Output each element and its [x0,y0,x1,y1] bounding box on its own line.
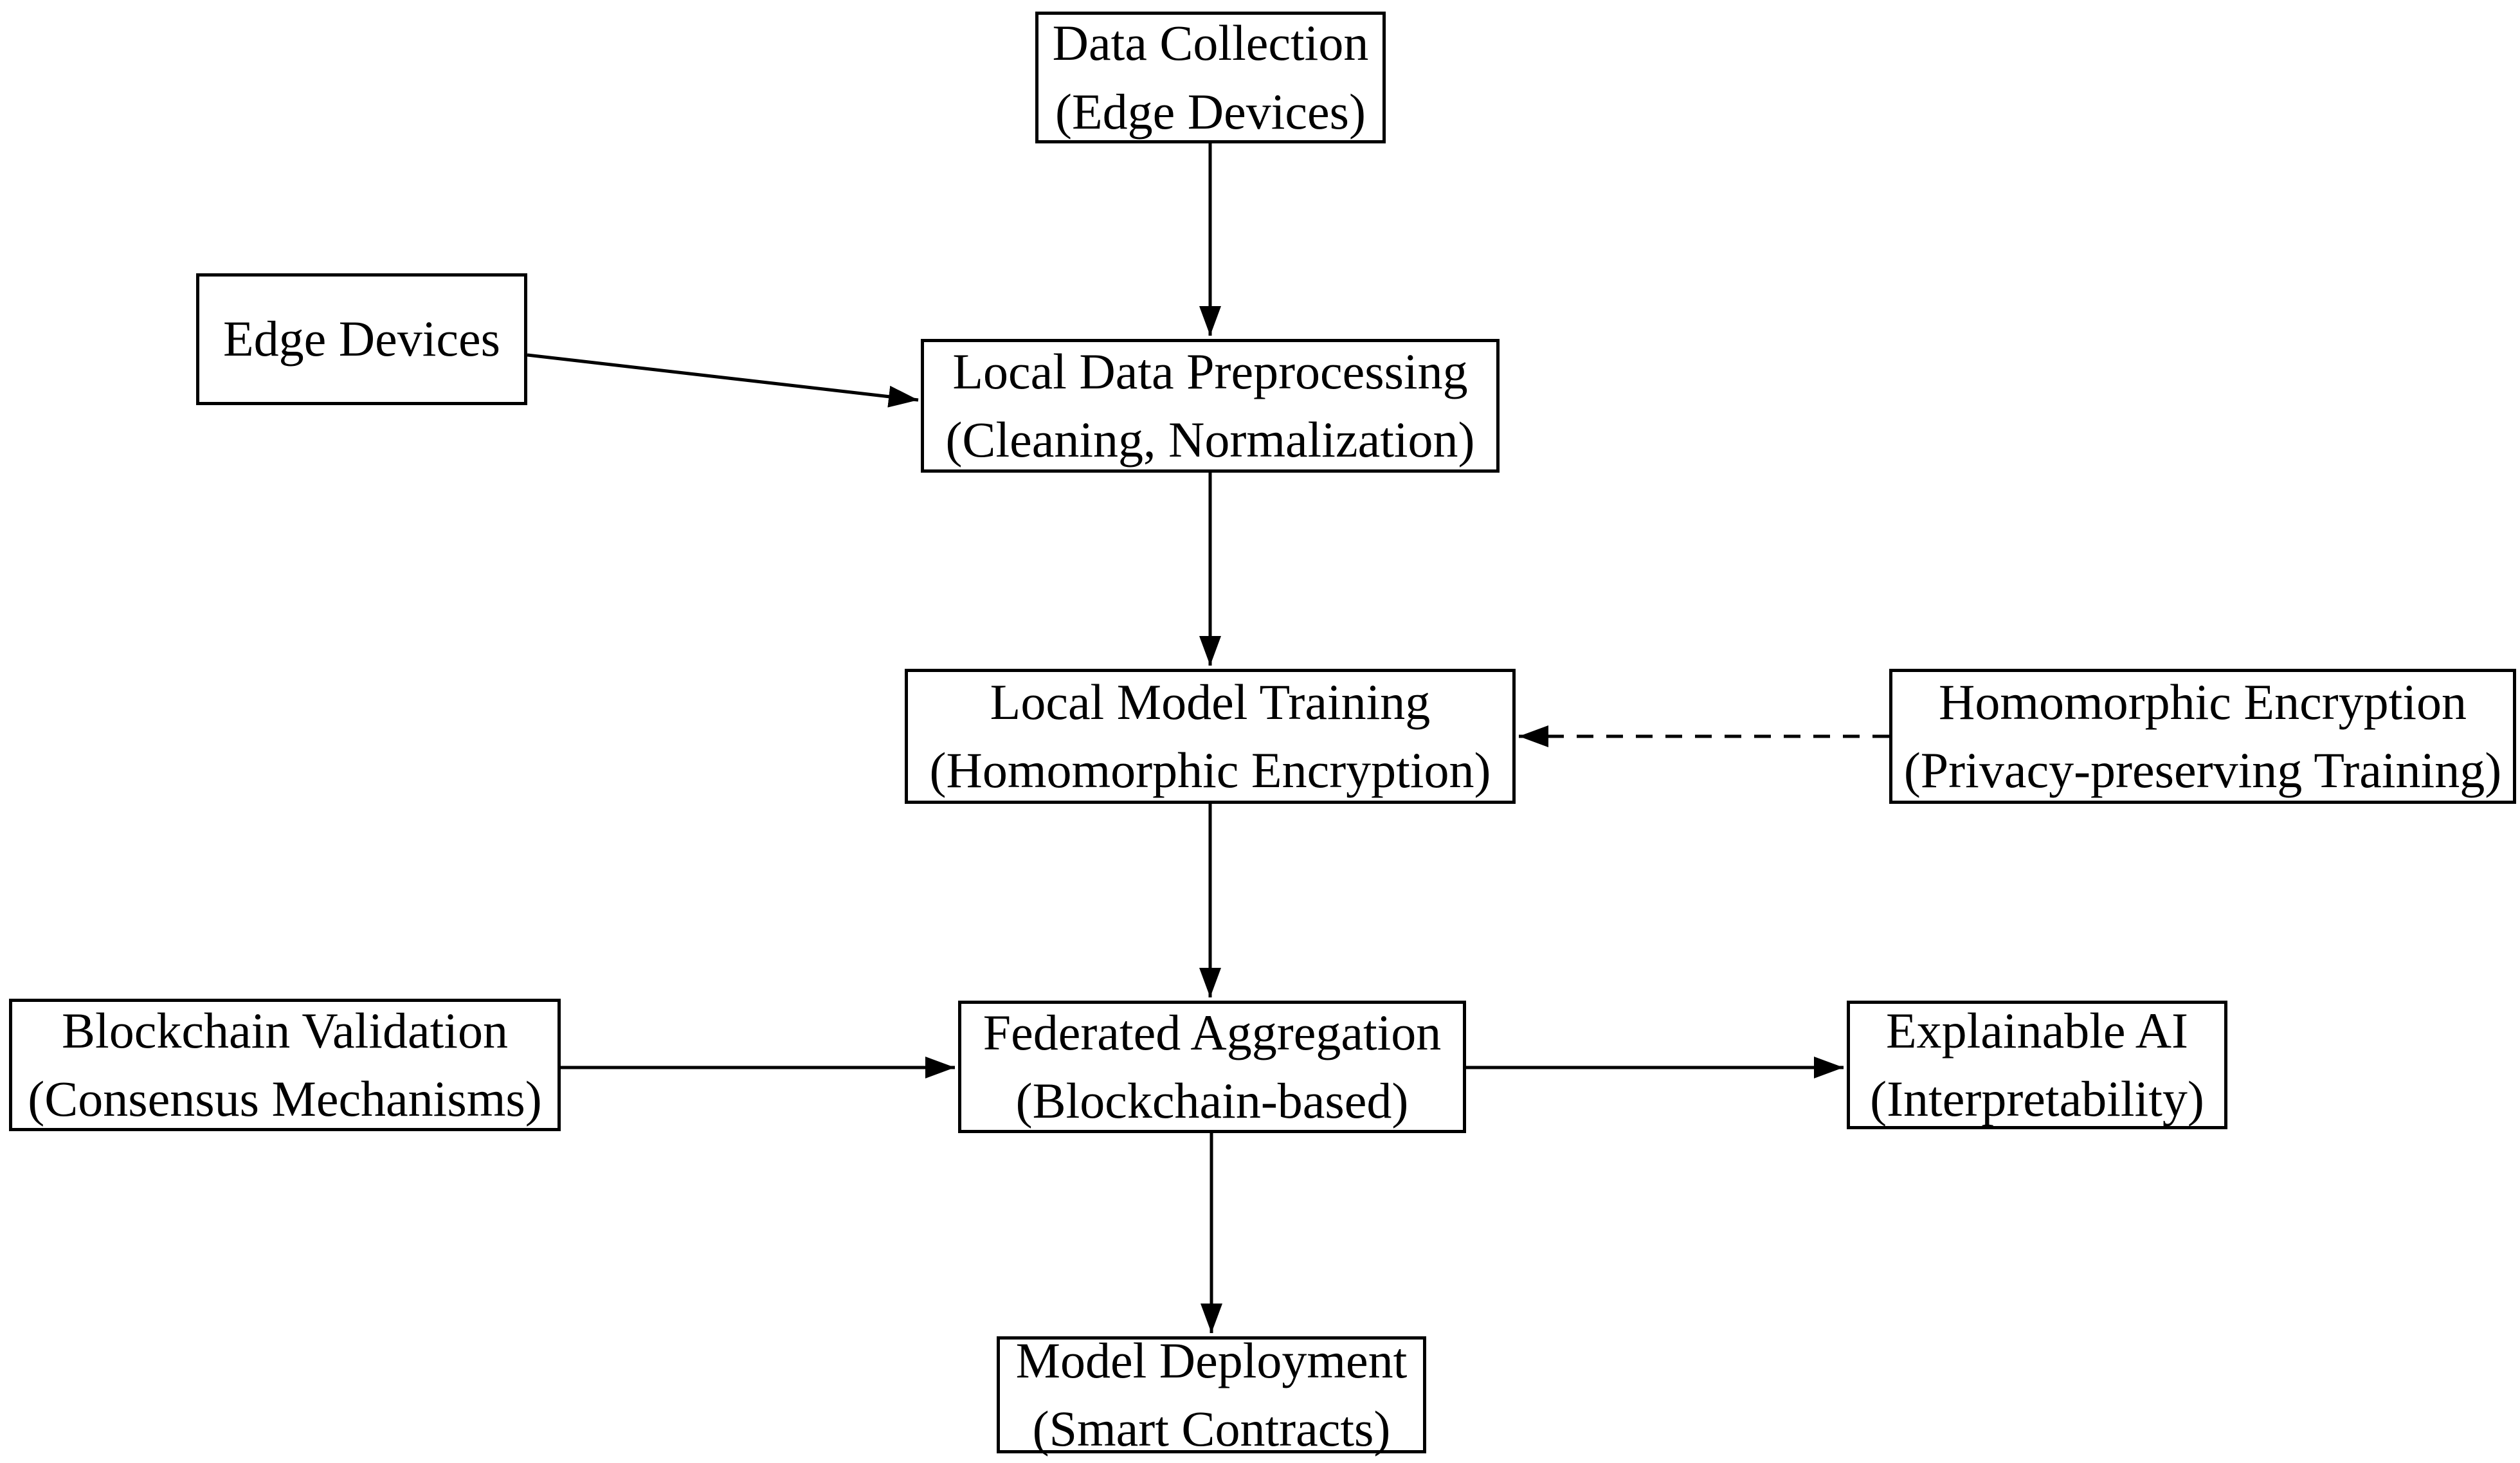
node-federated-aggregation: Federated Aggregation (Blockchain-based) [958,1001,1466,1133]
node-blockchain-validation: Blockchain Validation (Consensus Mechani… [9,999,561,1131]
node-blockchain-validation-sublabel: (Consensus Mechanisms) [28,1071,542,1127]
node-model-deployment: Model Deployment (Smart Contracts) [997,1332,1426,1457]
node-model-deployment-sublabel: (Smart Contracts) [1032,1401,1391,1457]
node-local-model-training: Local Model Training (Homomorphic Encryp… [905,669,1516,804]
node-data-collection: Data Collection (Edge Devices) [1035,12,1386,143]
node-blockchain-validation-label: Blockchain Validation [62,1002,508,1059]
node-edge-devices: Edge Devices [196,273,527,405]
node-federated-aggregation-sublabel: (Blockchain-based) [1015,1073,1409,1129]
node-local-data-preprocessing: Local Data Preprocessing (Cleaning, Norm… [921,339,1500,473]
node-data-collection-sublabel: (Edge Devices) [1055,83,1366,140]
node-federated-aggregation-label: Federated Aggregation [983,1004,1442,1060]
node-homomorphic-encryption-label: Homomorphic Encryption [1938,673,2467,730]
node-local-model-training-label: Local Model Training [990,673,1431,730]
node-explainable-ai-sublabel: (Interpretability) [1870,1071,2204,1127]
node-local-data-preprocessing-sublabel: (Cleaning, Normalization) [945,412,1475,468]
node-explainable-ai: Explainable AI (Interpretability) [1847,1001,2227,1129]
node-local-model-training-sublabel: (Homomorphic Encryption) [929,742,1491,798]
edge-edge-devices-to-preprocessing [527,353,919,408]
node-explainable-ai-label: Explainable AI [1885,1002,2189,1059]
node-data-collection-label: Data Collection [1052,15,1369,71]
node-model-deployment-label: Model Deployment [1015,1332,1408,1388]
node-homomorphic-encryption: Homomorphic Encryption (Privacy-preservi… [1889,669,2516,804]
node-homomorphic-encryption-sublabel: (Privacy-preserving Training) [1903,742,2502,798]
node-edge-devices-label: Edge Devices [223,311,500,367]
node-local-data-preprocessing-label: Local Data Preprocessing [952,343,1468,399]
